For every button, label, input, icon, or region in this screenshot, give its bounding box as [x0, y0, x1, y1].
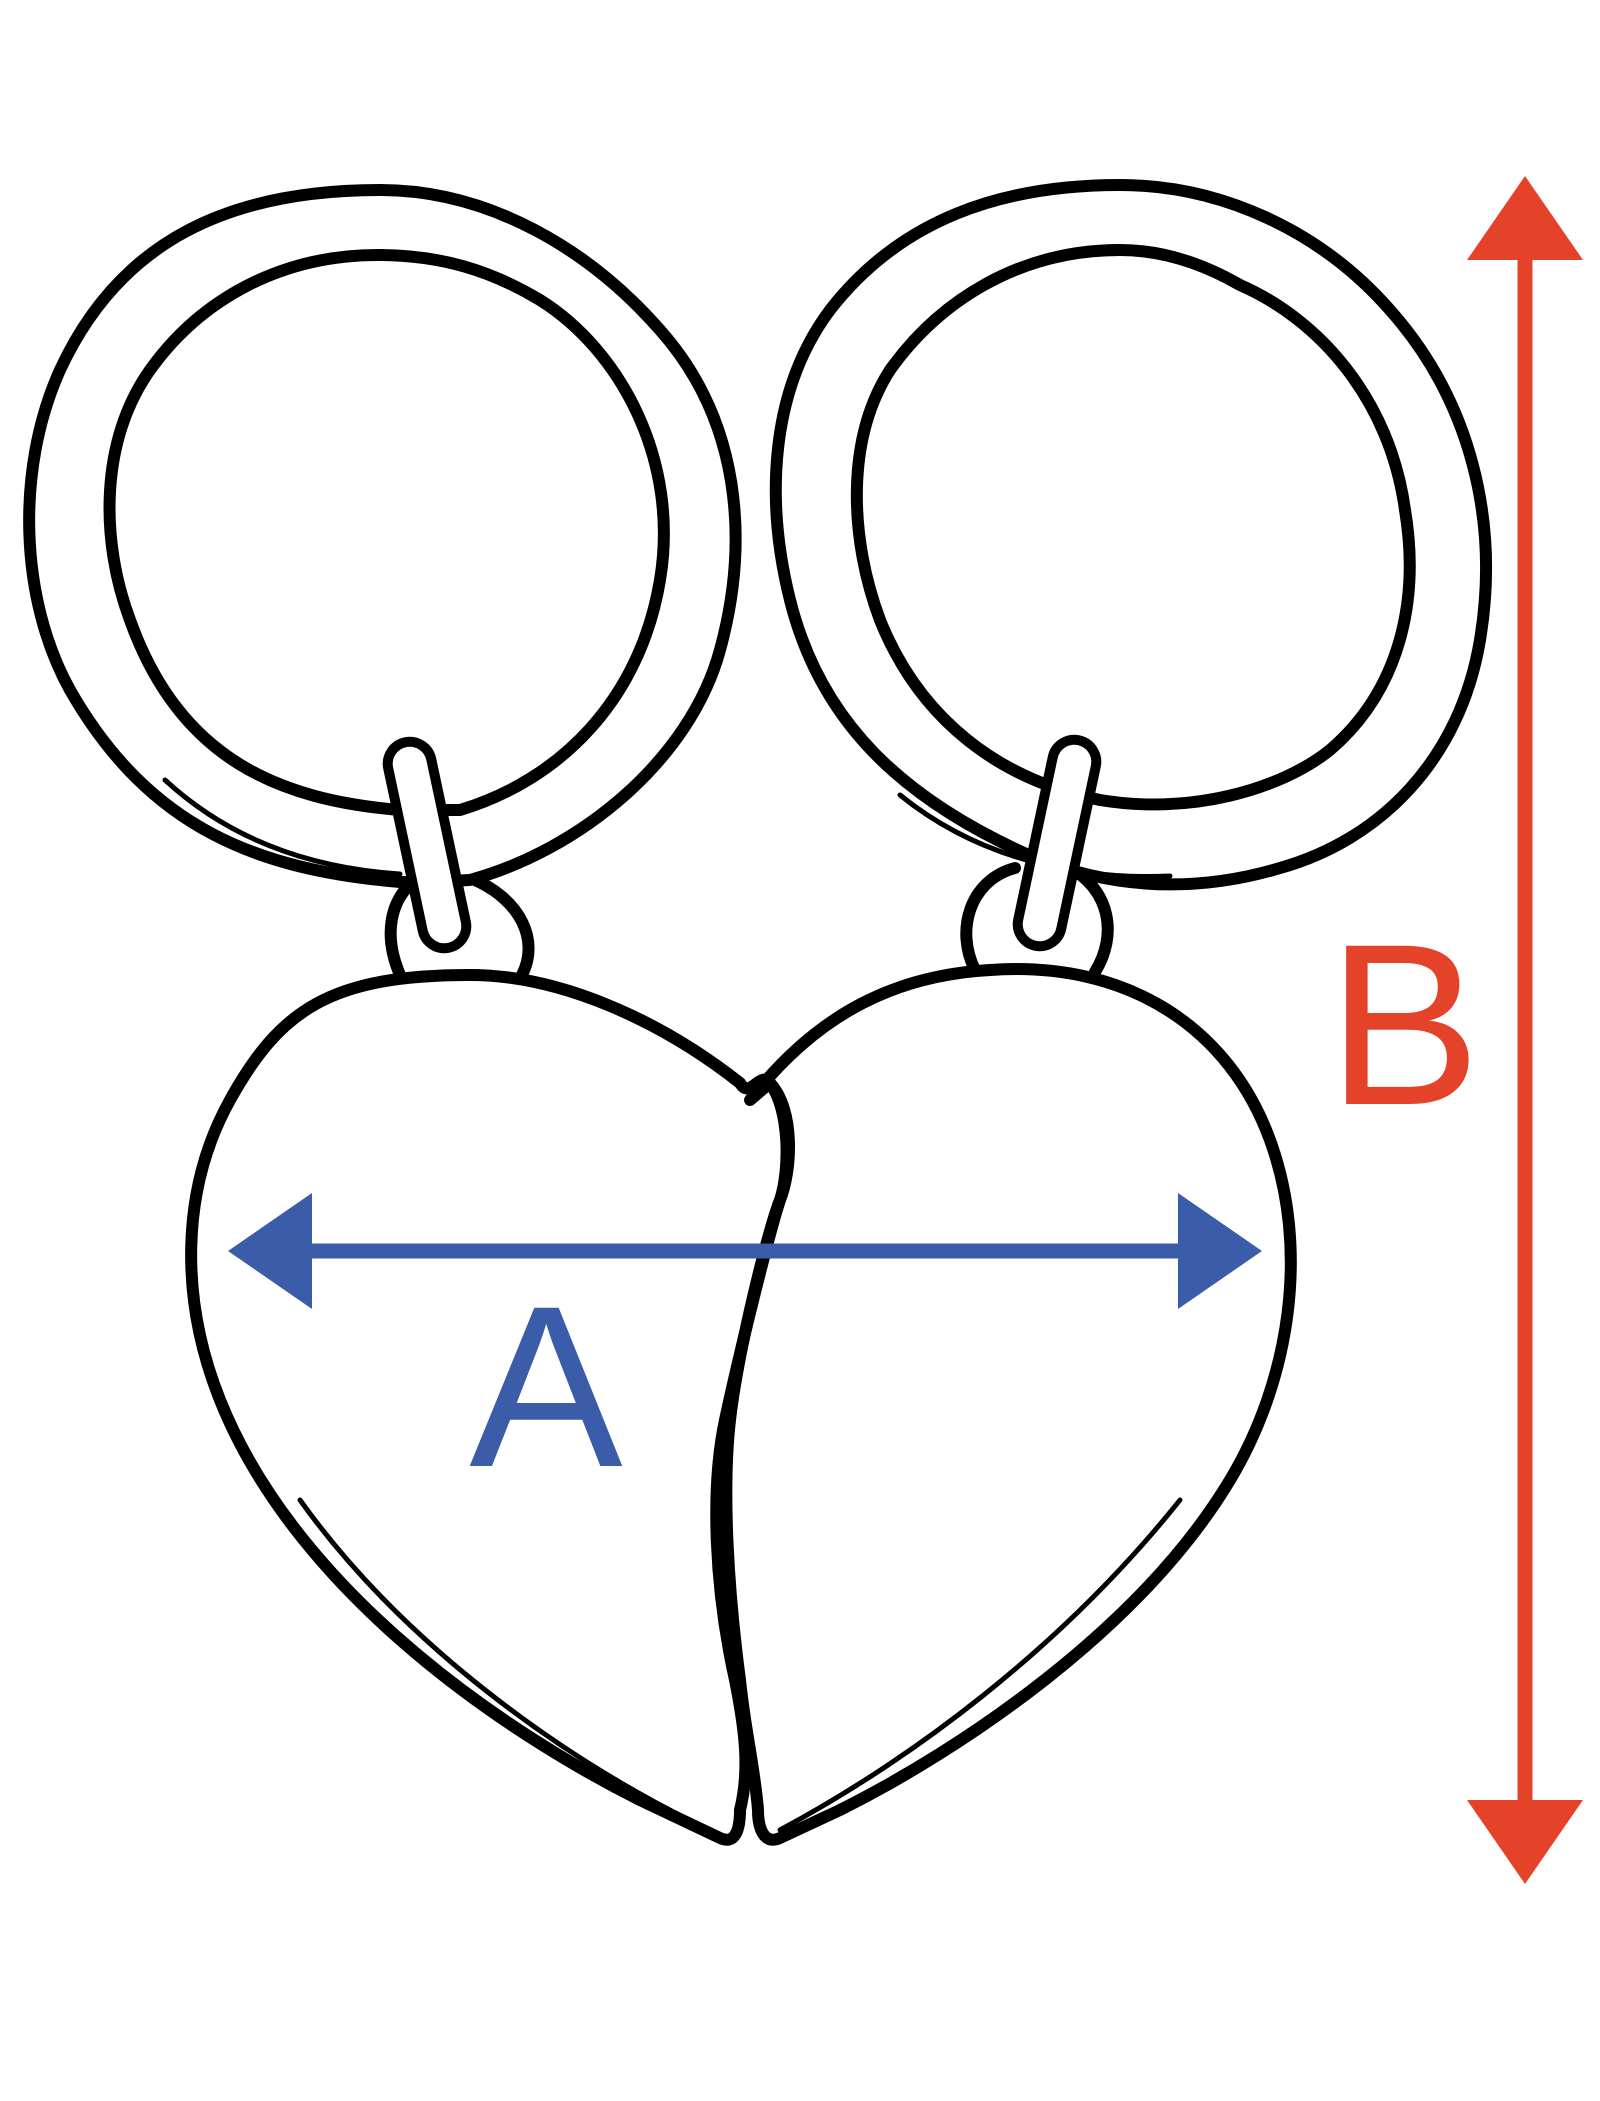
dimension-a-left-arrowhead [228, 1193, 312, 1309]
right-jump-ring [960, 862, 1114, 978]
dimension-b-top-arrowhead [1467, 176, 1583, 260]
dimension-a-right-arrowhead [1178, 1193, 1262, 1309]
dimension-b: B [1327, 176, 1583, 1884]
dimension-a: A [228, 1193, 1262, 1515]
left-key-ring [23, 184, 742, 888]
right-key-ring [769, 179, 1492, 891]
right-connector-link [1012, 734, 1102, 952]
right-keychain [720, 179, 1492, 1846]
dimension-b-bottom-arrowhead [1467, 1800, 1583, 1884]
right-heart-half [720, 963, 1297, 1846]
left-jump-ring [384, 874, 535, 981]
left-keychain [23, 184, 793, 1846]
dimension-a-label: A [469, 1258, 622, 1515]
dimension-b-label: B [1327, 896, 1480, 1153]
left-connector-link [382, 736, 472, 954]
